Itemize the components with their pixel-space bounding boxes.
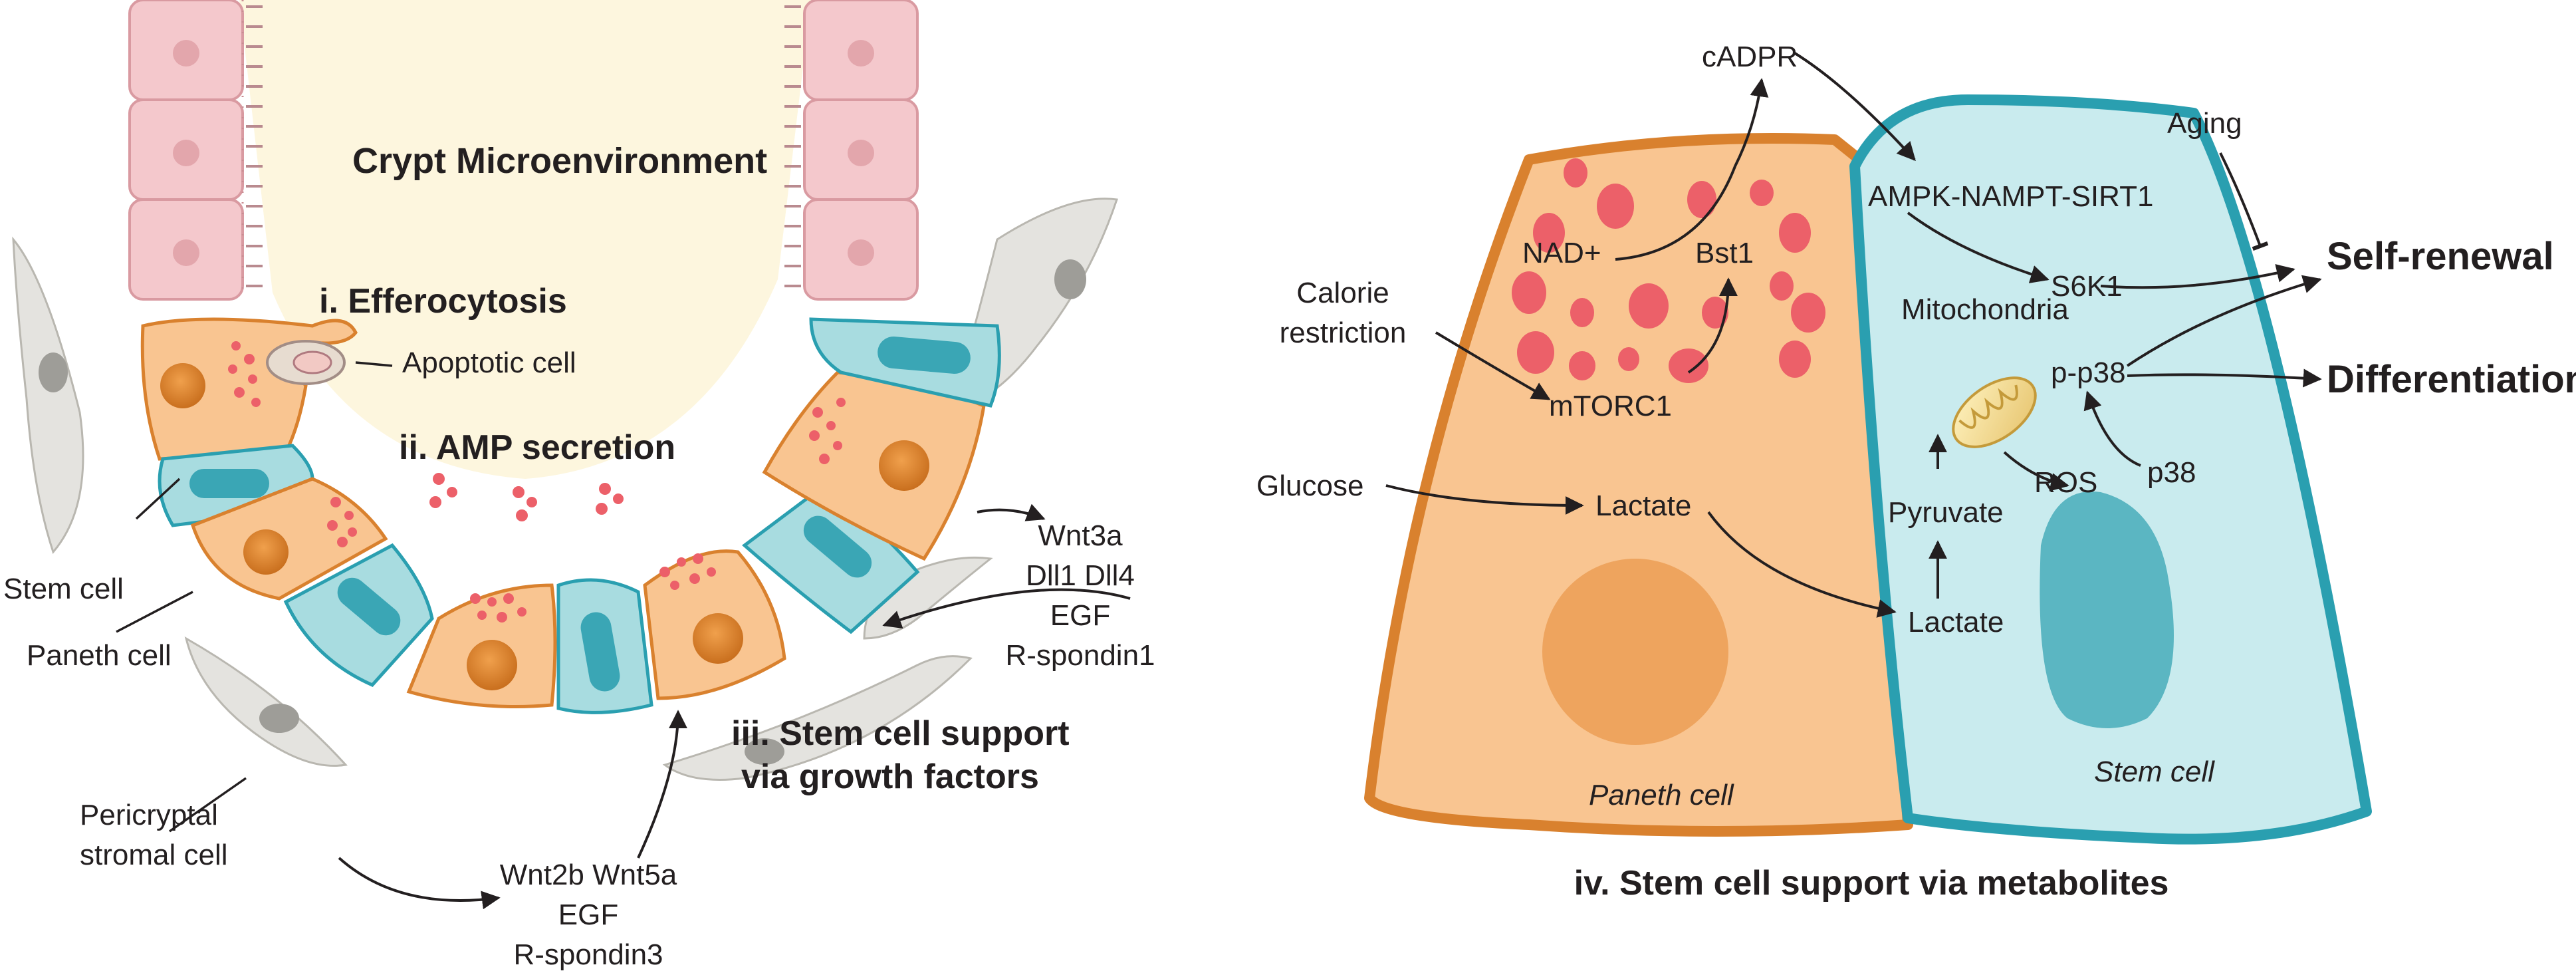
label-stem-cell: Stem cell (2094, 756, 2215, 788)
stem-support-label-2: via growth factors (741, 758, 1039, 796)
mitochondrion (1952, 376, 2037, 448)
arrow-mito-ros (2003, 451, 2069, 491)
amp-granules (429, 473, 624, 521)
paneth-granules (1512, 158, 1825, 383)
arrow-s6k1-selfrenewal (2100, 264, 2295, 289)
factor-wnt2b-wnt5a: Wnt2b Wnt5a (500, 859, 677, 891)
arrow-cadpr-ampk (1794, 52, 1916, 162)
label-lactate-stem: Lactate (1908, 606, 2004, 638)
label-differentiation: Differentiation (2327, 358, 2576, 401)
stromal-label-1: Pericryptal (80, 799, 218, 831)
apoptotic-cell-label: Apoptotic cell (402, 347, 576, 379)
paneth-cell-label: Paneth cell (27, 639, 172, 672)
arrow-rspondin1 (882, 588, 1131, 628)
stem-cell-pointer (135, 478, 181, 520)
factor-wnt3a: Wnt3a (1038, 519, 1123, 552)
arrow-glucose-lactate (1385, 484, 1584, 515)
label-pyruvate: Pyruvate (1888, 496, 2004, 529)
apoptotic-pointer (355, 361, 393, 367)
label-bst1: Bst1 (1695, 237, 1754, 269)
factor-rspondin3: R-spondin3 (513, 938, 663, 971)
stem-cell-label: Stem cell (3, 573, 124, 605)
factors-right-list: Wnt3a Dll1 Dll4 EGF R-spondin1 (1005, 519, 1155, 672)
amp-secretion-label: ii. AMP secretion (399, 428, 675, 467)
paneth-nucleus (1542, 559, 1728, 745)
arrow-p38-pp38 (2083, 390, 2141, 467)
label-p38: p38 (2147, 456, 2196, 489)
label-aging: Aging (2167, 107, 2242, 140)
panel-caption: iv. Stem cell support via metabolites (1574, 864, 2169, 903)
arrow-factors-to-crypt (637, 710, 687, 859)
label-glucose: Glucose (1256, 470, 1363, 502)
stem-cell-large (1849, 94, 2372, 845)
label-calorie-2: restriction (1280, 317, 1407, 349)
stem-support-label-1: iii. Stem cell support (731, 714, 1070, 753)
arrow-pp38-differentiation (2127, 368, 2322, 388)
label-mtorc1: mTORC1 (1549, 390, 1672, 422)
crypt-title: Crypt Microenvironment (352, 141, 767, 181)
factor-dll: Dll1 Dll4 (1026, 559, 1135, 592)
paneth-cell-large (1364, 133, 1913, 837)
label-pp38: p-p38 (2051, 356, 2126, 389)
pathway-arrows (1385, 52, 2322, 618)
metabolite-panel: cADPR NAD+ Bst1 Calorie restriction mTOR… (1256, 41, 2576, 903)
arrow-mtorc1-bst1 (1687, 277, 1738, 374)
arrow-nad-cadpr (1615, 78, 1769, 261)
label-lactate-paneth: Lactate (1595, 489, 1691, 522)
label-ampk: AMPK-NAMPT-SIRT1 (1868, 180, 2153, 213)
label-cadpr: cADPR (1702, 41, 1798, 73)
right-epithelium (784, 0, 919, 301)
label-s6k1: S6K1 (2051, 270, 2123, 303)
label-mitochondria: Mitochondria (1901, 293, 2069, 326)
factors-bottom-list: Wnt2b Wnt5a EGF R-spondin3 (500, 859, 677, 971)
label-paneth-cell: Paneth cell (1589, 779, 1734, 811)
arrow-lactate-lactate (1707, 511, 1897, 618)
label-ros: ROS (2034, 466, 2097, 499)
factor-egf-bottom: EGF (558, 899, 618, 931)
arrow-calorie-mtorc1 (1435, 331, 1551, 400)
factor-egf-right: EGF (1050, 599, 1110, 632)
crypt-base-cells (140, 317, 1001, 714)
stem-nucleus (2040, 491, 2174, 728)
crypt-lumen (239, 0, 811, 479)
label-calorie-1: Calorie (1296, 277, 1389, 309)
factor-rspondin1: R-spondin1 (1005, 639, 1155, 672)
stromal-cells (12, 198, 1118, 781)
arrow-to-factors-right (977, 503, 1046, 521)
arrow-pp38-selfrenewal (2126, 275, 2322, 367)
arrow-ampk-s6k1 (1907, 211, 2049, 283)
stromal-label-2: stromal cell (80, 839, 228, 871)
inhibit-aging (2219, 152, 2269, 251)
crypt-panel: Crypt Microenvironment i. Efferocytosis … (3, 0, 1155, 971)
paneth-cell-pointer (116, 591, 193, 633)
stromal-pointer (169, 777, 247, 833)
left-epithelium (128, 0, 263, 301)
efferocytosis-label: i. Efferocytosis (319, 282, 567, 321)
label-self-renewal: Self-renewal (2327, 235, 2554, 278)
label-nad: NAD+ (1522, 237, 1601, 269)
arrow-to-factors-bottom (338, 857, 501, 910)
